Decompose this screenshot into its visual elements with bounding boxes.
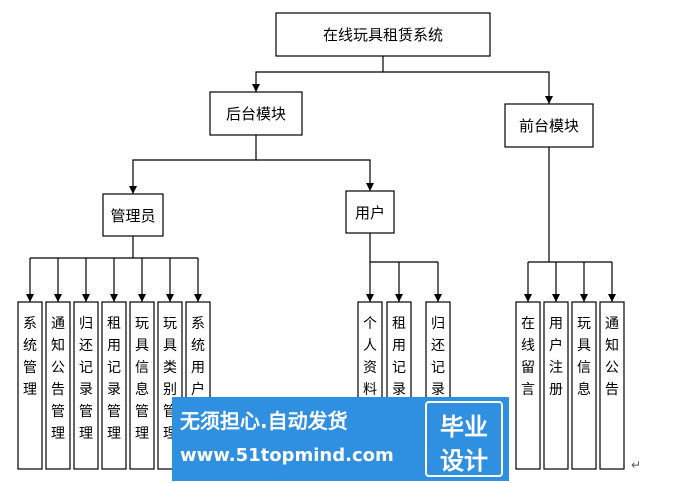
user-node-label: 用户 <box>355 204 385 222</box>
arrow-user <box>366 183 374 191</box>
watermark-badge-line1: 毕业 <box>440 413 488 441</box>
arrow-admin-module-5 <box>166 294 174 302</box>
arrow-admin-module-1 <box>54 294 62 302</box>
admin-module-box <box>73 301 99 470</box>
edge-backend-admin <box>132 135 257 194</box>
frontend-module-box <box>599 301 625 470</box>
arrow-user-module-1 <box>395 294 403 302</box>
watermark-badge: 毕业 设计 <box>425 401 503 477</box>
root-node-box <box>275 12 491 57</box>
frontend-module-box <box>515 301 541 470</box>
arrow-user-module-0 <box>366 294 374 302</box>
admin-module-box <box>17 301 43 470</box>
frontend-node-label: 前台模块 <box>519 117 579 135</box>
user-module-label: 归还记录管理 <box>431 315 445 442</box>
frontend-node-box <box>504 103 594 148</box>
root-node-label: 在线玩具租赁系统 <box>323 26 443 44</box>
backend-node-label: 后台模块 <box>226 105 286 123</box>
arrow-frontend-module-0 <box>524 294 532 302</box>
arrow-admin-module-0 <box>26 294 34 302</box>
arrow-backend <box>252 84 260 92</box>
arrow-frontend <box>545 96 553 104</box>
frontend-module-label: 玩具信息 <box>577 316 591 398</box>
frontend-module-box <box>571 301 597 470</box>
arrow-admin-module-4 <box>138 294 146 302</box>
arrow-frontend-module-1 <box>552 294 560 302</box>
arrow-user-module-2 <box>434 294 442 302</box>
watermark-banner: 无须担心.自动发货 www.51topmind.com 毕业 设计 <box>172 397 509 481</box>
arrow-admin-module-6 <box>194 294 202 302</box>
admin-node-label: 管理员 <box>110 207 155 225</box>
frontend-module-label: 通知公告 <box>605 316 619 398</box>
admin-module-box <box>129 301 155 470</box>
arrow-frontend-module-3 <box>608 294 616 302</box>
admin-module-label: 归还记录管理 <box>79 315 93 442</box>
watermark-badge-line2: 设计 <box>440 447 488 475</box>
admin-module-label: 通知公告管理 <box>51 316 65 442</box>
admin-module-label: 玩具信息管理 <box>135 316 149 442</box>
admin-module-box <box>45 301 71 470</box>
backend-node-box <box>209 91 303 136</box>
watermark-slogan: 无须担心.自动发货 <box>180 409 348 433</box>
frontend-module-box <box>543 301 569 470</box>
diagram-nodes: 在线玩具租赁系统 后台模块 前台模块 管理员 用户 <box>102 12 594 237</box>
watermark-url: www.51topmind.com <box>180 445 394 466</box>
frontend-module-label: 在线留言 <box>521 316 535 398</box>
admin-module-box <box>101 301 127 470</box>
paragraph-mark: ↵ <box>631 458 641 472</box>
arrow-admin-module-3 <box>110 294 118 302</box>
edge-root-frontend <box>383 71 550 104</box>
arrow-frontend-module-2 <box>580 294 588 302</box>
admin-node-box <box>102 193 164 237</box>
admin-module-label: 租用记录管理 <box>107 316 121 442</box>
arrow-admin-module-2 <box>82 294 90 302</box>
user-node-box <box>345 190 395 234</box>
connector-lines <box>26 56 616 302</box>
admin-module-label: 系统管理 <box>23 316 37 398</box>
edge-backend-user <box>256 159 371 191</box>
arrow-admin <box>129 186 137 194</box>
frontend-module-label: 用户注册 <box>549 316 563 398</box>
module-leaf-nodes: 系统管理通知公告管理归还记录管理租用记录管理玩具信息管理玩具类别管理系统用户管理… <box>17 301 625 470</box>
edge-root-backend <box>255 56 384 92</box>
